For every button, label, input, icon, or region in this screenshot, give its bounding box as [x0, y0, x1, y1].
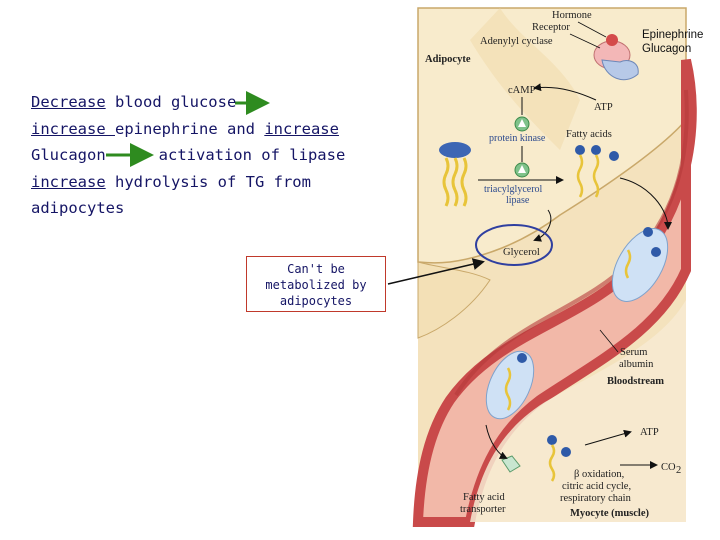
fatty-acid-icon	[547, 435, 571, 482]
black-pointer-arrow-icon	[387, 258, 485, 285]
g-protein-icon	[601, 59, 639, 81]
glycerol-highlight	[475, 224, 553, 266]
svg-text:Adipocyte: Adipocyte	[425, 54, 471, 65]
svg-text:ATP: ATP	[594, 102, 613, 113]
text-line-5: adipocytes	[31, 199, 125, 217]
svg-text:triacylglycerol: triacylglycerol	[484, 184, 543, 195]
svg-text:2: 2	[676, 465, 681, 476]
svg-text:Fatty acids: Fatty acids	[566, 129, 612, 140]
svg-text:cAMP: cAMP	[508, 85, 536, 96]
slide-body-text: Decrease blood glucose increase epinephr…	[31, 89, 371, 222]
hormone-icon	[606, 34, 618, 46]
albumin-complex-icon	[611, 227, 669, 302]
svg-text:ATP: ATP	[640, 427, 659, 438]
epinephrine-label: Epinephrine	[642, 29, 704, 41]
svg-text:lipase: lipase	[506, 195, 530, 206]
svg-text:Fatty acid: Fatty acid	[463, 492, 505, 503]
transporter-icon	[501, 455, 521, 473]
svg-text:Myocyte (muscle): Myocyte (muscle)	[570, 508, 650, 519]
glucagon-label: Glucagon	[642, 43, 692, 55]
triacylglycerol-icon	[439, 142, 471, 207]
svg-text:Adenylyl cyclase: Adenylyl cyclase	[480, 36, 553, 47]
text-decrease: Decrease	[31, 93, 106, 111]
text-line-2: increase epinephrine and increase	[31, 119, 339, 138]
svg-text:Receptor: Receptor	[532, 22, 570, 33]
svg-text:Bloodstream: Bloodstream	[607, 376, 664, 387]
albumin-complex-icon	[485, 350, 535, 420]
myocyte-cell	[470, 300, 686, 522]
glycerol-note-box: Can't be metabolized by adipocytes	[246, 256, 386, 312]
text-line-1: Decrease blood glucose	[31, 93, 237, 111]
svg-text:Glycerol: Glycerol	[503, 247, 540, 258]
svg-text:albumin: albumin	[619, 359, 654, 370]
svg-text:transporter: transporter	[460, 504, 506, 515]
svg-text:protein kinase: protein kinase	[489, 133, 546, 144]
svg-text:respiratory chain: respiratory chain	[560, 493, 632, 504]
text-line-4: increase hydrolysis of TG from	[31, 172, 311, 191]
svg-text:Serum: Serum	[620, 347, 647, 358]
svg-text:CO: CO	[661, 462, 676, 473]
adipocyte-cell-3	[470, 8, 580, 150]
svg-text:β oxidation,: β oxidation,	[574, 469, 624, 480]
fatty-acid-icon	[575, 145, 619, 198]
adipocyte-cell-2	[417, 261, 491, 339]
svg-text:citric acid cycle,: citric acid cycle,	[562, 481, 631, 492]
svg-text:Hormone: Hormone	[552, 10, 592, 21]
